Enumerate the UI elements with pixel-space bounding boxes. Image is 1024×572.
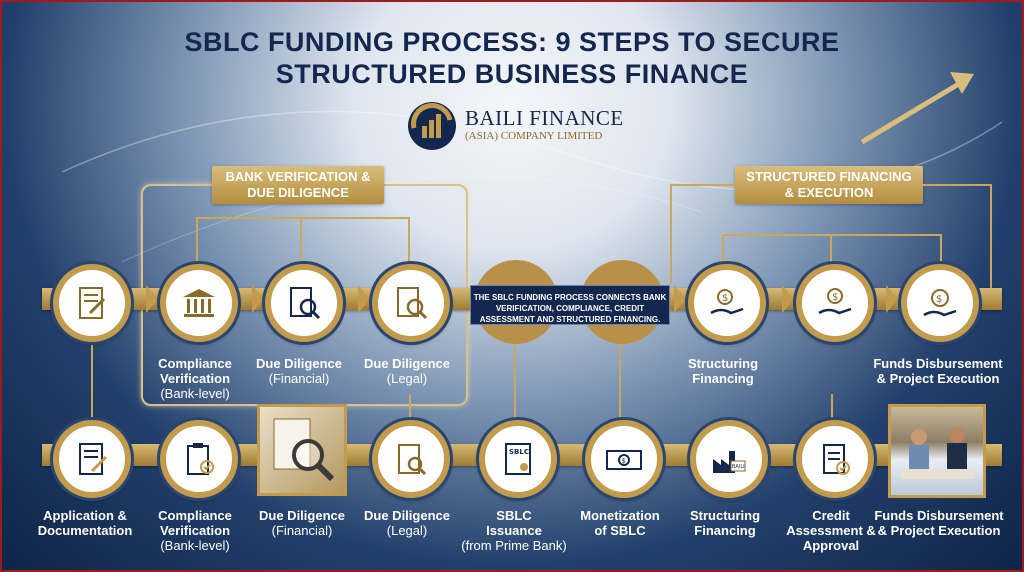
business-meeting-icon: [901, 427, 975, 479]
svg-text:$: $: [832, 292, 838, 303]
connector: [619, 342, 621, 420]
money-hand-growth-icon: $: [688, 264, 766, 342]
svg-text:$: $: [936, 294, 942, 305]
logo-subtitle: (ASIA) COMPANY LIMITED: [465, 130, 603, 142]
page-title-line-2: STRUCTURED BUSINESS FINANCE: [275, 59, 749, 89]
bank-building-icon: [160, 264, 238, 342]
money-bag-hand-icon: $: [901, 264, 979, 342]
step-label-2: Compliance Verification(Bank-level): [158, 508, 232, 553]
step-label-1: Application & Documentation: [37, 508, 133, 538]
logo-name: BAILI FINANCE: [465, 106, 624, 130]
step-label-5: SBLC Issuance(from Prime Bank): [461, 508, 567, 553]
factory-badge: BAILI: [732, 464, 745, 470]
chevron-right-icon: [886, 285, 898, 313]
chevron-right-icon: [146, 285, 158, 313]
magnifier-icon: [273, 418, 335, 482]
connector: [409, 394, 411, 420]
connector: [670, 184, 992, 186]
document-pen-icon: [53, 420, 131, 498]
factory-icon: BAILI: [690, 420, 768, 498]
center-description: THE SBLC FUNDING PROCESS CONNECTS BANK V…: [470, 285, 670, 325]
money-hand-icon: $: [796, 264, 874, 342]
chevron-right-icon: [358, 285, 370, 313]
svg-text:$: $: [622, 457, 626, 465]
top-label-structuring: Structuring Financing: [687, 356, 759, 386]
chevron-right-icon: [782, 285, 794, 313]
step-label-7: Structuring Financing: [689, 508, 761, 538]
step-label-4: Due Diligence(Legal): [364, 508, 450, 538]
chevron-right-icon: [674, 285, 686, 313]
step-label-3: Due Diligence(Financial): [259, 508, 345, 538]
magnifier-document-photo: [257, 404, 347, 496]
connector: [722, 234, 724, 264]
page-title-line-1: SBLC FUNDING PROCESS: 9 STEPS TO SECURE: [184, 27, 840, 57]
connector: [722, 234, 942, 236]
connector: [670, 184, 672, 284]
connector: [300, 217, 302, 262]
legal-document-search-icon: [372, 264, 450, 342]
company-logo: BAILI FINANCE (ASIA) COMPANY LIMITED: [402, 98, 632, 154]
connector: [940, 234, 942, 264]
step-label-6: Monetization of SBLC: [580, 508, 660, 538]
top-label-dd-financial: Due Diligence(Financial): [256, 356, 342, 386]
top-label-compliance: Compliance Verification(Bank-level): [158, 356, 232, 401]
clipboard-check-icon: [160, 420, 238, 498]
top-label-funds: Funds Disbursement & Project Execution: [873, 356, 1003, 386]
svg-text:$: $: [722, 293, 728, 304]
connector: [196, 217, 198, 262]
step-label-9: Funds Disbursement & Project Execution: [874, 508, 1004, 538]
sblc-certificate-icon: SBLC: [479, 420, 557, 498]
connector: [196, 217, 410, 219]
application-document-icon: [53, 264, 131, 342]
connector: [91, 342, 93, 420]
step-label-8: Credit Assessment & Approval: [786, 508, 876, 553]
logo-emblem-icon: [408, 102, 456, 150]
document-search-icon: [265, 264, 343, 342]
bank-verification-label: BANK VERIFICATION & DUE DILIGENCE: [212, 166, 384, 204]
top-label-dd-legal: Due Diligence(Legal): [364, 356, 450, 386]
connector: [408, 217, 410, 262]
meeting-photo: [888, 404, 986, 498]
clipboard-search-icon: [372, 420, 450, 498]
chevron-right-icon: [252, 285, 264, 313]
connector: [830, 234, 832, 264]
connector: [990, 184, 992, 304]
cash-icon: $: [585, 420, 663, 498]
connector: [514, 342, 516, 420]
sblc-badge: SBLC: [509, 448, 529, 456]
checklist-icon: [796, 420, 874, 498]
connector: [831, 394, 833, 420]
